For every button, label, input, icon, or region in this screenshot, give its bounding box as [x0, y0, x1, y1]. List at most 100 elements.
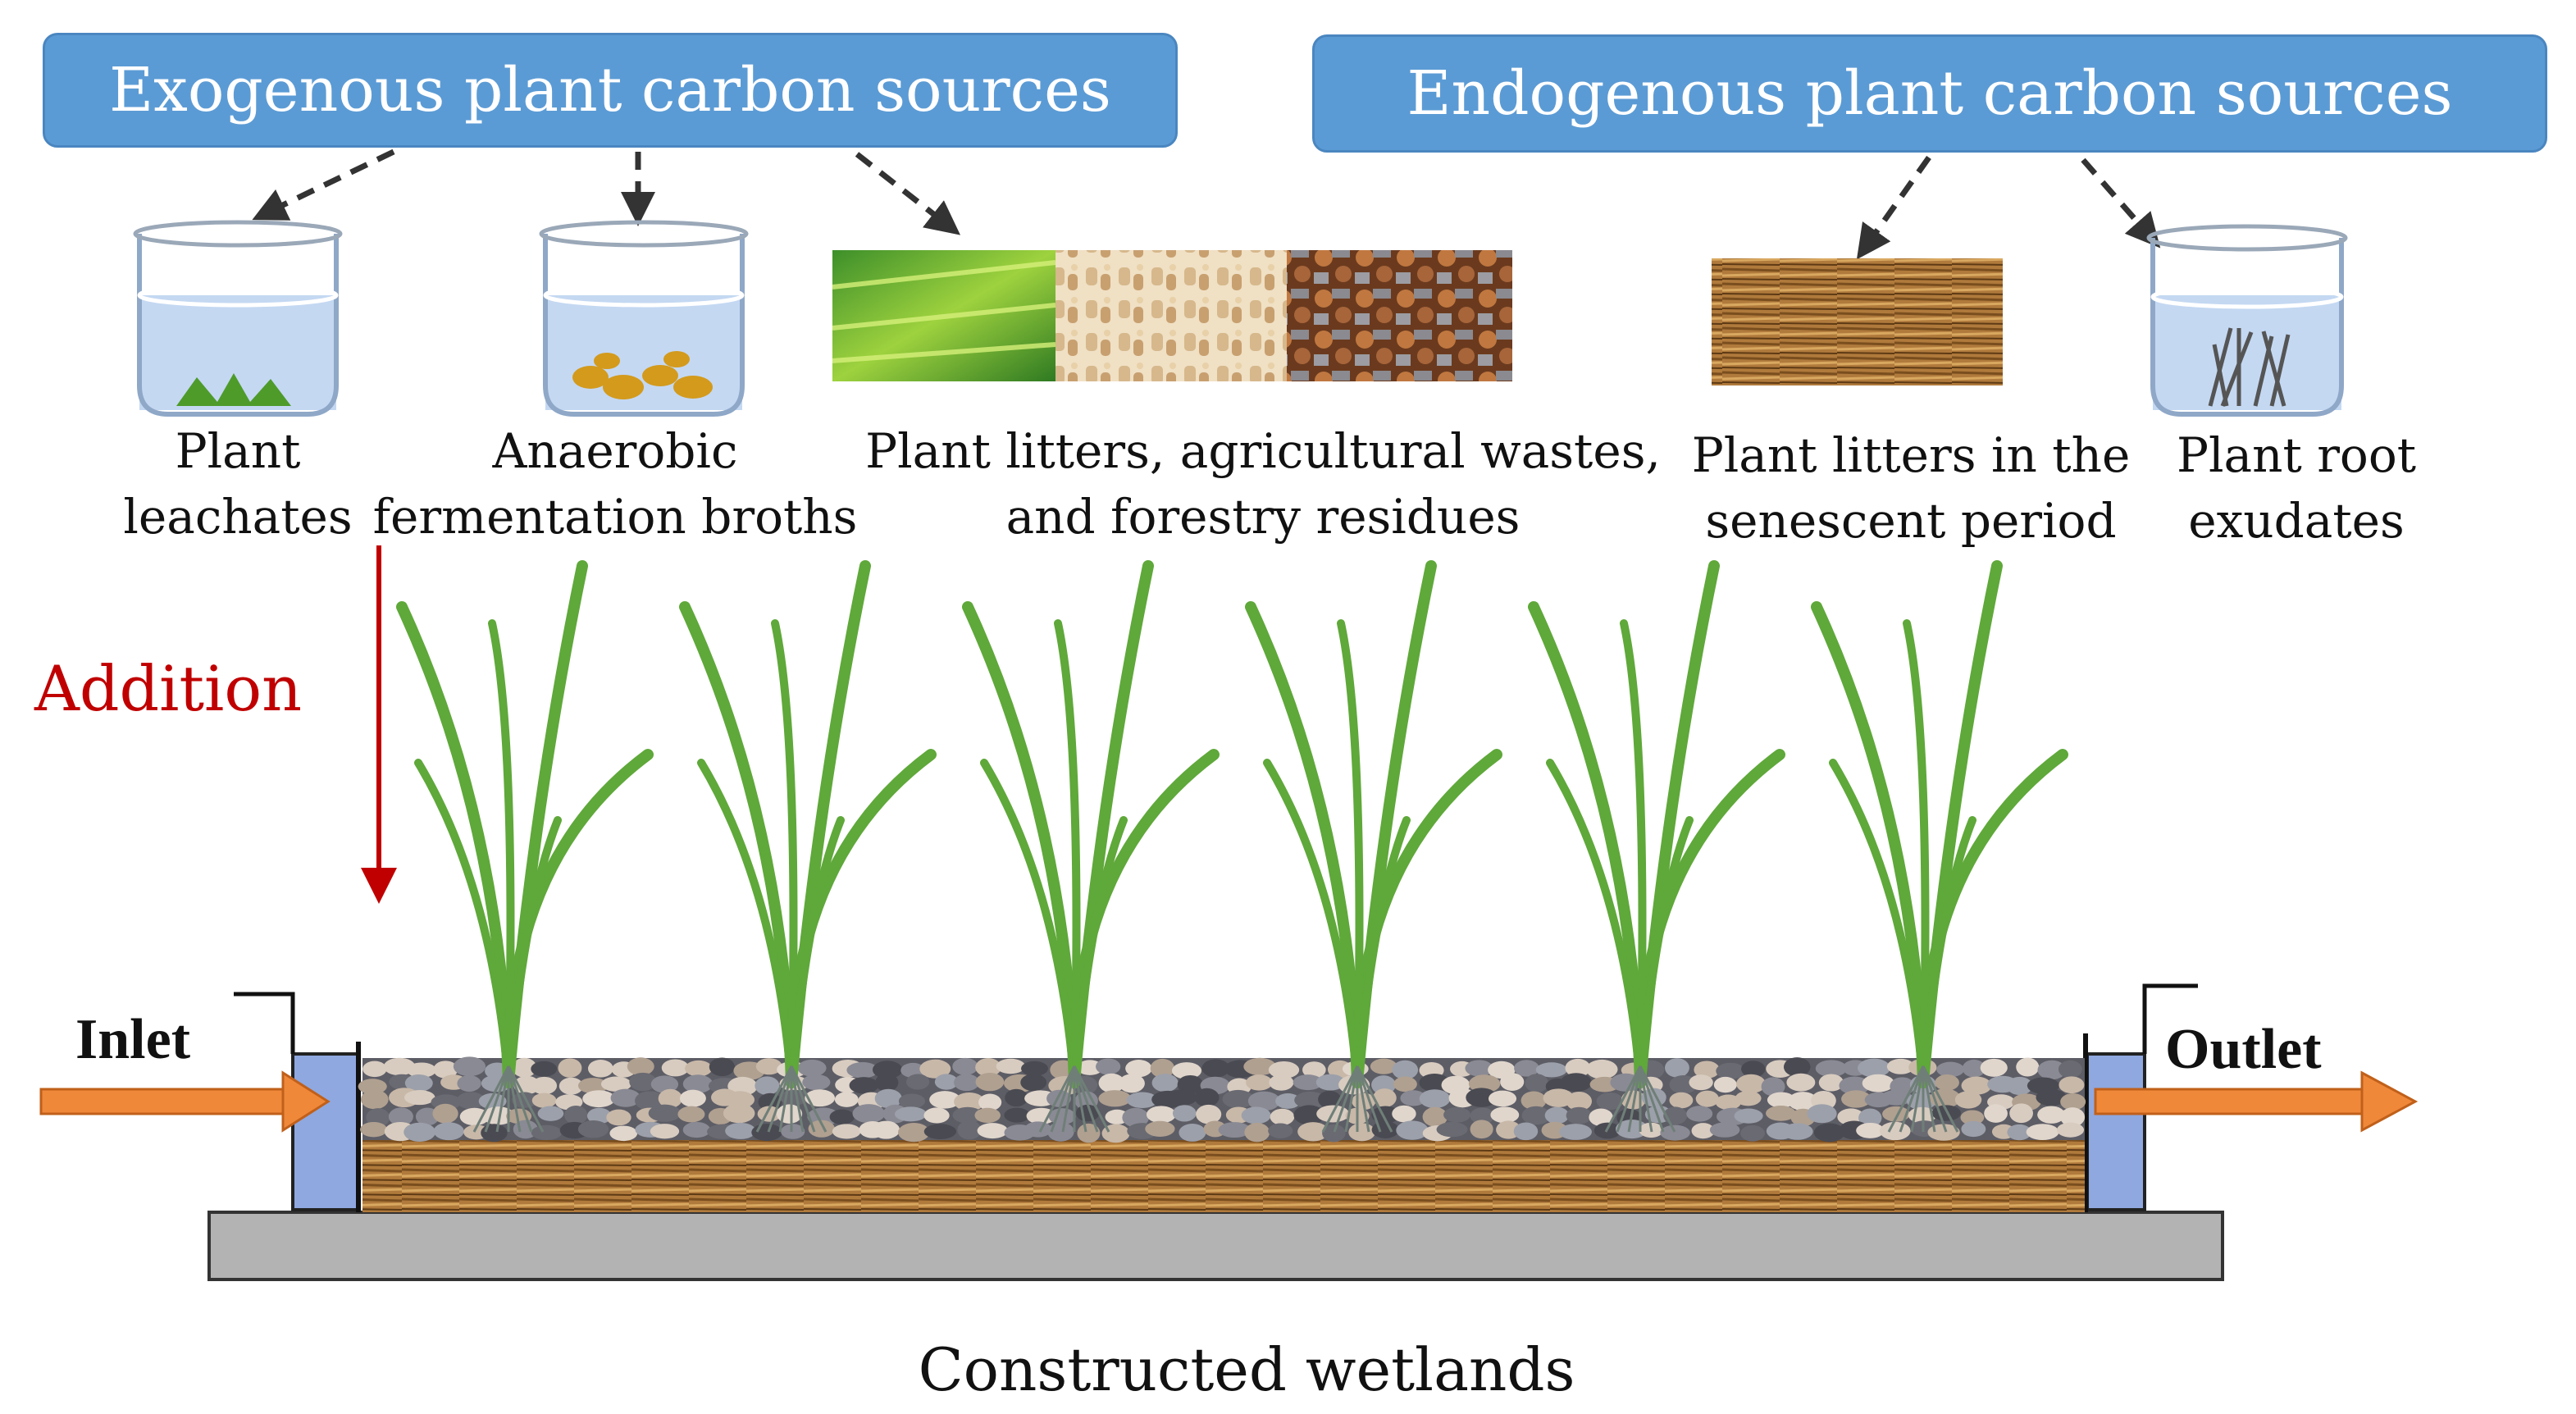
pebble: [1513, 1122, 1539, 1141]
plant-root: [1922, 1065, 1936, 1133]
pebble: [1686, 1106, 1713, 1122]
pebble: [1392, 1105, 1416, 1123]
pebble: [531, 1124, 563, 1141]
pebble: [1490, 1106, 1520, 1124]
plant-root: [507, 1065, 522, 1133]
pebble: [1544, 1106, 1570, 1124]
pebble: [1566, 1092, 1593, 1111]
plant-root: [1910, 1065, 1925, 1133]
pebble: [898, 1093, 926, 1109]
pebble: [1322, 1124, 1346, 1143]
pebble: [957, 1120, 982, 1140]
dashed-arrows: [252, 148, 2161, 260]
pebble: [1566, 1106, 1592, 1124]
outlet-label: Outlet: [2165, 1018, 2322, 1081]
plant-leaf: [504, 816, 562, 1087]
pebble: [682, 1074, 714, 1093]
plant-root: [1073, 1065, 1087, 1133]
plant-root: [1639, 1065, 1676, 1133]
pebble: [1766, 1105, 1796, 1121]
pebble: [872, 1060, 903, 1079]
pebble: [627, 1057, 654, 1076]
pebble: [2016, 1057, 2040, 1077]
pebble: [725, 1122, 756, 1139]
pebble: [1468, 1074, 1501, 1093]
plant-leaf: [771, 619, 798, 1087]
pebble: [1694, 1060, 1720, 1079]
plant-root: [1639, 1065, 1665, 1133]
pebble: [1470, 1120, 1493, 1139]
pebble: [2036, 1088, 2067, 1106]
pebble: [874, 1088, 902, 1108]
pebble: [709, 1057, 736, 1077]
pebble: [2056, 1122, 2085, 1138]
litter-photo-grass: [832, 250, 1056, 381]
pebble: [1709, 1122, 1740, 1138]
pebble: [360, 1121, 388, 1138]
plant-leaf: [1337, 619, 1364, 1087]
plant-root: [1344, 1065, 1359, 1133]
pebble: [1734, 1108, 1763, 1124]
pebble: [577, 1120, 609, 1138]
pebble: [1372, 1088, 1397, 1108]
pebble: [1715, 1094, 1742, 1111]
litter-photo-logs: [1287, 250, 1512, 381]
pebble: [1858, 1058, 1890, 1078]
exogenous-header: Exogenous plant carbon sources: [43, 33, 1178, 148]
pebble: [900, 1062, 926, 1079]
pebble: [432, 1103, 458, 1124]
plant-icon: [679, 560, 937, 1133]
pebble: [531, 1076, 558, 1095]
pebble: [1247, 1091, 1280, 1111]
litter-layer: [362, 1140, 2085, 1212]
plant-leaf: [1829, 759, 1927, 1087]
pebble: [1443, 1106, 1471, 1123]
pebble: [1151, 1074, 1179, 1092]
pebble: [1767, 1092, 1796, 1108]
plant-root: [1321, 1065, 1359, 1133]
beaker-icon: [133, 220, 343, 417]
plant-icon: [1811, 560, 2068, 1133]
pebble: [358, 1079, 387, 1095]
pebble: [531, 1092, 557, 1108]
pebble: [1422, 1106, 1448, 1127]
plant-root: [1061, 1065, 1076, 1133]
pebble: [1419, 1089, 1451, 1109]
pebble: [1788, 1092, 1818, 1111]
pebble: [1669, 1092, 1694, 1109]
pebble: [537, 1106, 564, 1121]
plant-root: [755, 1065, 793, 1133]
pebble: [650, 1124, 680, 1139]
pebble: [1243, 1057, 1276, 1076]
pebble: [478, 1092, 507, 1110]
pebble: [1689, 1074, 1713, 1091]
pebble: [1736, 1074, 1766, 1094]
pebble: [362, 1060, 387, 1078]
pebble: [459, 1107, 490, 1126]
pebble: [403, 1122, 436, 1142]
pebble: [1716, 1062, 1745, 1079]
pebble: [609, 1125, 638, 1142]
pebble: [1119, 1074, 1145, 1093]
pebble: [512, 1057, 537, 1078]
pebble: [1101, 1124, 1130, 1143]
pebble: [751, 1124, 782, 1142]
plant-root: [1899, 1065, 1925, 1133]
plant-root: [1073, 1065, 1110, 1133]
plant-icon: [1245, 560, 1502, 1133]
pebble: [658, 1088, 682, 1108]
pebble: [650, 1075, 679, 1093]
pebble: [403, 1090, 435, 1106]
plant-leaf: [697, 759, 796, 1087]
pebble: [1146, 1106, 1176, 1124]
plant-leaf: [1263, 759, 1361, 1087]
plant-leaf: [1054, 619, 1081, 1087]
plant-root: [1038, 1065, 1076, 1133]
plant-leaf: [488, 619, 515, 1087]
pebble: [1275, 1093, 1301, 1109]
pebble: [1961, 1120, 1986, 1138]
pebble: [829, 1109, 855, 1125]
pebble: [1858, 1108, 1882, 1128]
